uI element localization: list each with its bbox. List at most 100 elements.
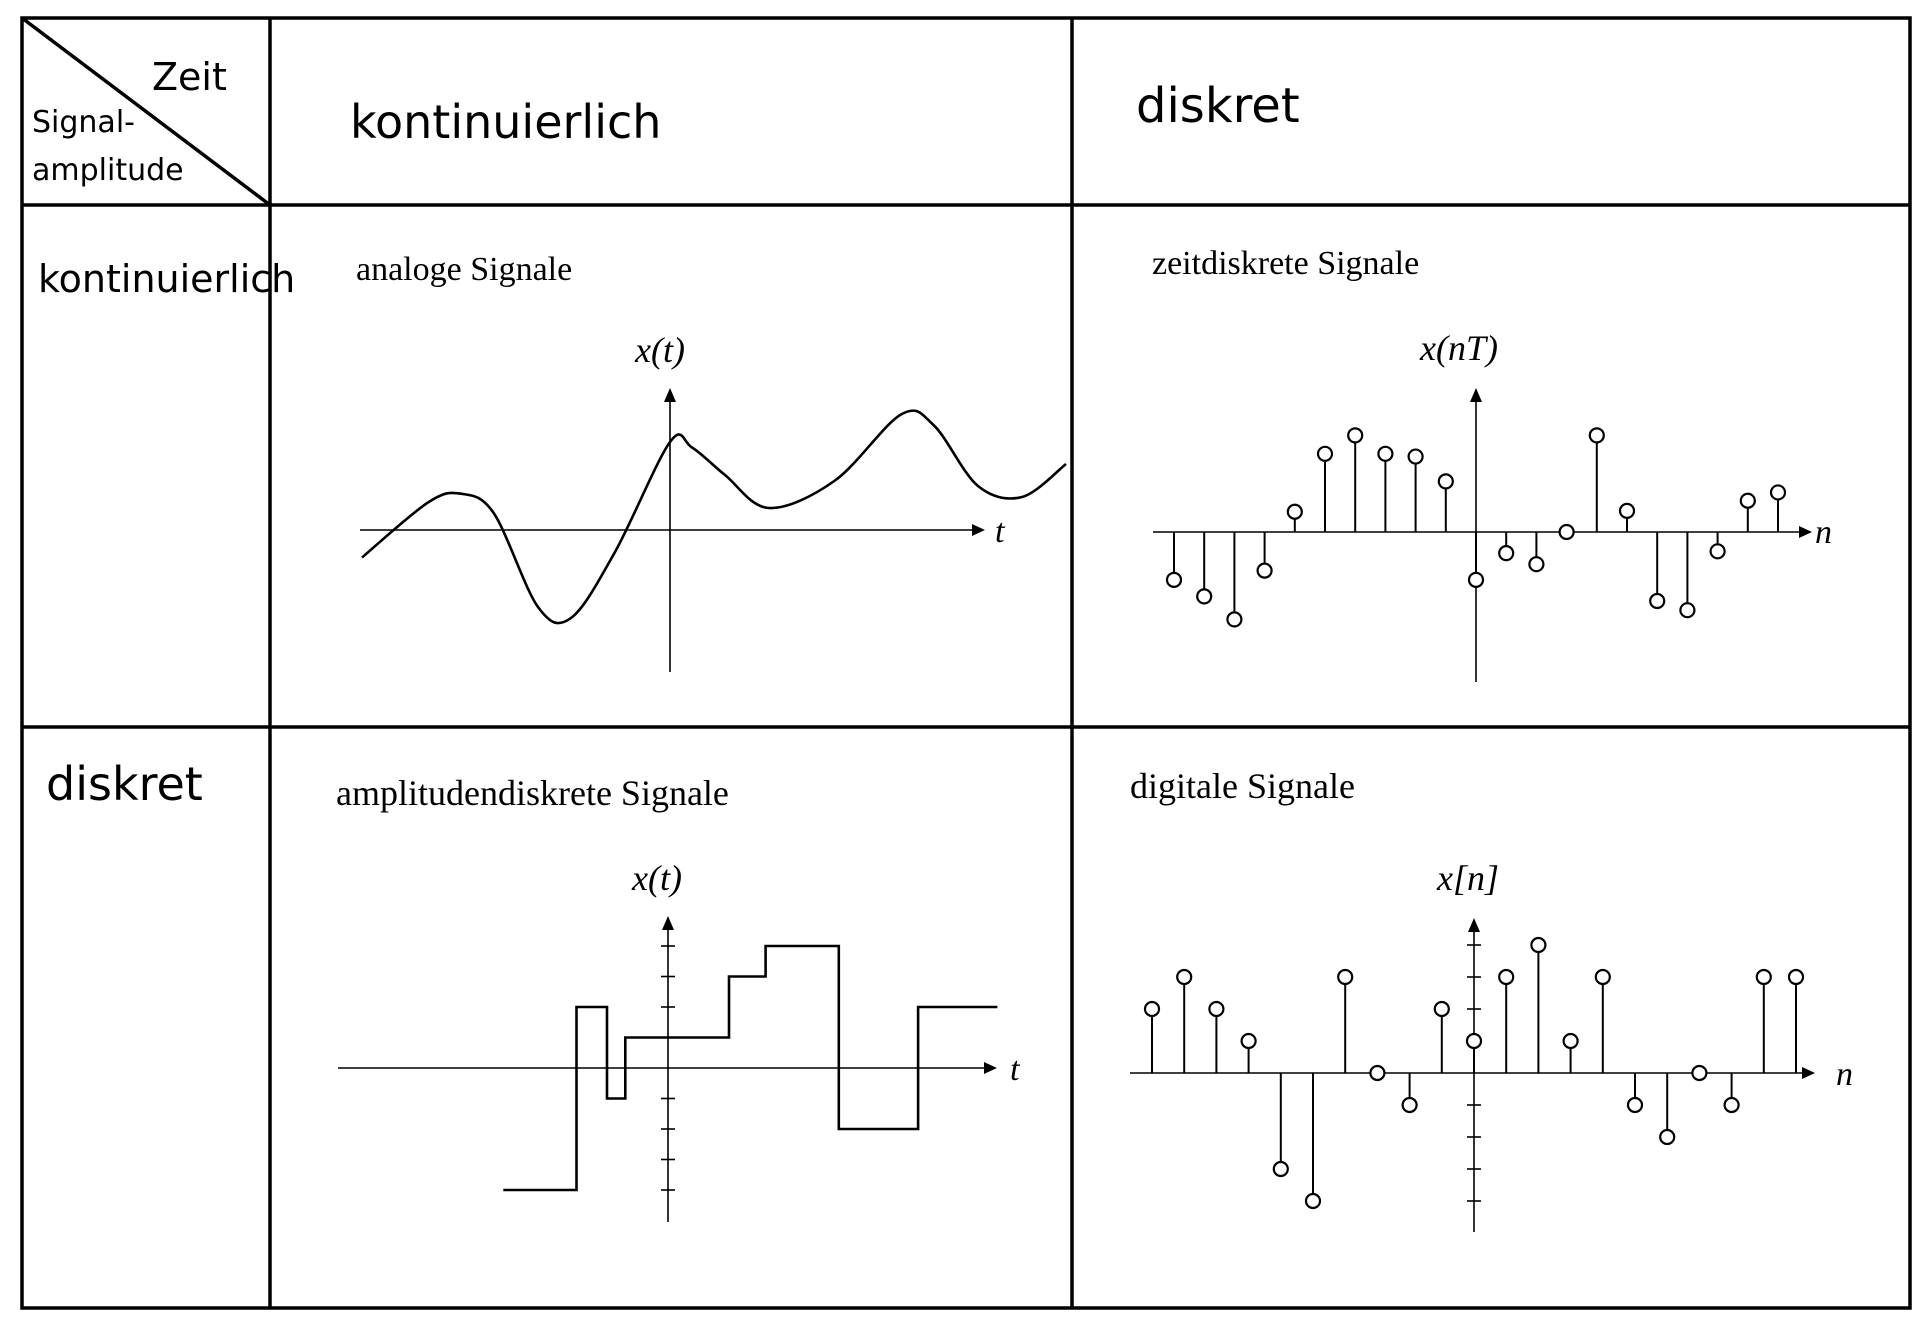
plot-analog: x(t) t: [360, 330, 1067, 672]
stem-marker: [1626, 1096, 1644, 1114]
stem-marker: [1165, 571, 1183, 588]
stem-marker: [1649, 592, 1666, 610]
corner-bottom-label-2: amplitude: [32, 153, 184, 188]
stem-sample: [1528, 532, 1545, 573]
stem-sample: [1649, 532, 1666, 610]
corner-diagonal: [20, 16, 272, 207]
stem-sample: [1272, 1073, 1289, 1178]
stem-sample: [1588, 427, 1605, 532]
stem-sample: [1558, 523, 1575, 541]
stem-sample: [1256, 532, 1273, 579]
stem-sample: [1787, 968, 1805, 1073]
table-grid: [20, 16, 1912, 1310]
stem-marker: [1401, 1096, 1418, 1114]
stem-sample: [1562, 1032, 1579, 1073]
stem-sample: [1465, 1032, 1483, 1073]
stem-marker: [1433, 1000, 1450, 1018]
stem-sample: [1401, 1073, 1418, 1114]
stem-marker: [1347, 427, 1364, 444]
plot-digital: x[n] n: [1130, 858, 1853, 1232]
panel-title-amplitude-discrete: amplitudendiskrete Signale: [336, 773, 729, 813]
stem-marker: [1467, 571, 1485, 588]
stem-marker: [1530, 936, 1547, 954]
stem-sample: [1691, 1064, 1708, 1082]
stem-marker: [1562, 1032, 1579, 1050]
y-axis-arrow: [662, 916, 674, 930]
y-axis-label: x(nT): [1419, 328, 1498, 368]
stem-sample: [1377, 445, 1394, 532]
stem-marker: [1256, 562, 1273, 579]
stem-sample: [1165, 532, 1183, 588]
stem-marker: [1208, 1000, 1225, 1018]
stem-marker: [1407, 448, 1424, 465]
stem-marker: [1739, 492, 1756, 509]
stem-sample: [1196, 532, 1213, 605]
stem-sample: [1769, 484, 1787, 532]
stem-marker: [1272, 1160, 1289, 1178]
stem-marker: [1618, 502, 1636, 519]
x-axis-label: t: [995, 513, 1006, 550]
stem-sample: [1755, 968, 1772, 1073]
row-header-discrete: diskret: [46, 757, 203, 811]
corner-top-label: Zeit: [152, 55, 227, 99]
stem-sample: [1709, 532, 1726, 560]
stem-marker: [1176, 968, 1193, 986]
stem-sample: [1286, 503, 1303, 532]
stem-sample: [1626, 1073, 1644, 1114]
x-axis-arrow: [1799, 526, 1812, 538]
y-axis-label: x(t): [634, 330, 685, 370]
stem-marker: [1723, 1096, 1740, 1114]
x-axis-label: n: [1836, 1056, 1853, 1093]
y-axis-arrow: [664, 388, 676, 402]
x-axis-arrow: [972, 524, 985, 536]
corner-bottom-label-1: Signal-: [32, 105, 135, 140]
stem-sample: [1433, 1000, 1450, 1073]
x-axis-label: n: [1815, 514, 1832, 551]
stem-sample: [1304, 1073, 1322, 1210]
stem-marker: [1240, 1032, 1257, 1050]
stem-marker: [1196, 588, 1213, 605]
stem-sample: [1498, 968, 1515, 1073]
stem-sample: [1240, 1032, 1257, 1073]
stem-sample: [1347, 427, 1364, 532]
series-line: [361, 409, 1067, 625]
stem-sample: [1226, 532, 1243, 628]
y-axis-label: x[n]: [1436, 858, 1499, 898]
stem-marker: [1691, 1064, 1708, 1082]
stem-marker: [1437, 473, 1454, 490]
x-axis-arrow: [1802, 1067, 1815, 1079]
x-axis-label: t: [1010, 1051, 1021, 1088]
stem-marker: [1787, 968, 1805, 986]
stem-sample: [1723, 1073, 1740, 1114]
panel-title-time-discrete: zeitdiskrete Signale: [1152, 245, 1419, 282]
stem-marker: [1286, 503, 1303, 520]
stem-marker: [1377, 445, 1394, 462]
stem-sample: [1467, 532, 1485, 588]
y-axis-arrow: [1470, 388, 1482, 402]
stem-marker: [1528, 556, 1545, 573]
stem-sample: [1176, 968, 1193, 1073]
stem-marker: [1659, 1128, 1676, 1146]
table-border: [20, 16, 1912, 1310]
plot-amplitude-discrete: x(t) t: [338, 858, 1021, 1222]
stem-sample: [1143, 1000, 1161, 1073]
column-header-discrete: diskret: [1136, 78, 1300, 134]
stem-sample: [1618, 502, 1636, 532]
stem-sample: [1679, 532, 1696, 619]
stem-sample: [1594, 968, 1611, 1073]
y-axis-arrow: [1468, 918, 1480, 932]
column-header-continuous: kontinuierlich: [350, 95, 661, 149]
row-header-continuous: kontinuierlich: [38, 257, 295, 301]
panel-title-analog: analoge Signale: [356, 251, 572, 288]
x-axis-arrow: [984, 1062, 997, 1074]
stem-sample: [1530, 936, 1547, 1073]
stem-marker: [1304, 1192, 1322, 1210]
stem-sample: [1437, 473, 1454, 532]
stem-sample: [1316, 445, 1334, 532]
stem-marker: [1558, 523, 1575, 541]
series-step-line: [503, 944, 998, 1192]
stem-marker: [1588, 427, 1605, 444]
stem-marker: [1369, 1064, 1386, 1082]
stem-sample: [1407, 448, 1424, 532]
stem-marker: [1498, 968, 1515, 986]
